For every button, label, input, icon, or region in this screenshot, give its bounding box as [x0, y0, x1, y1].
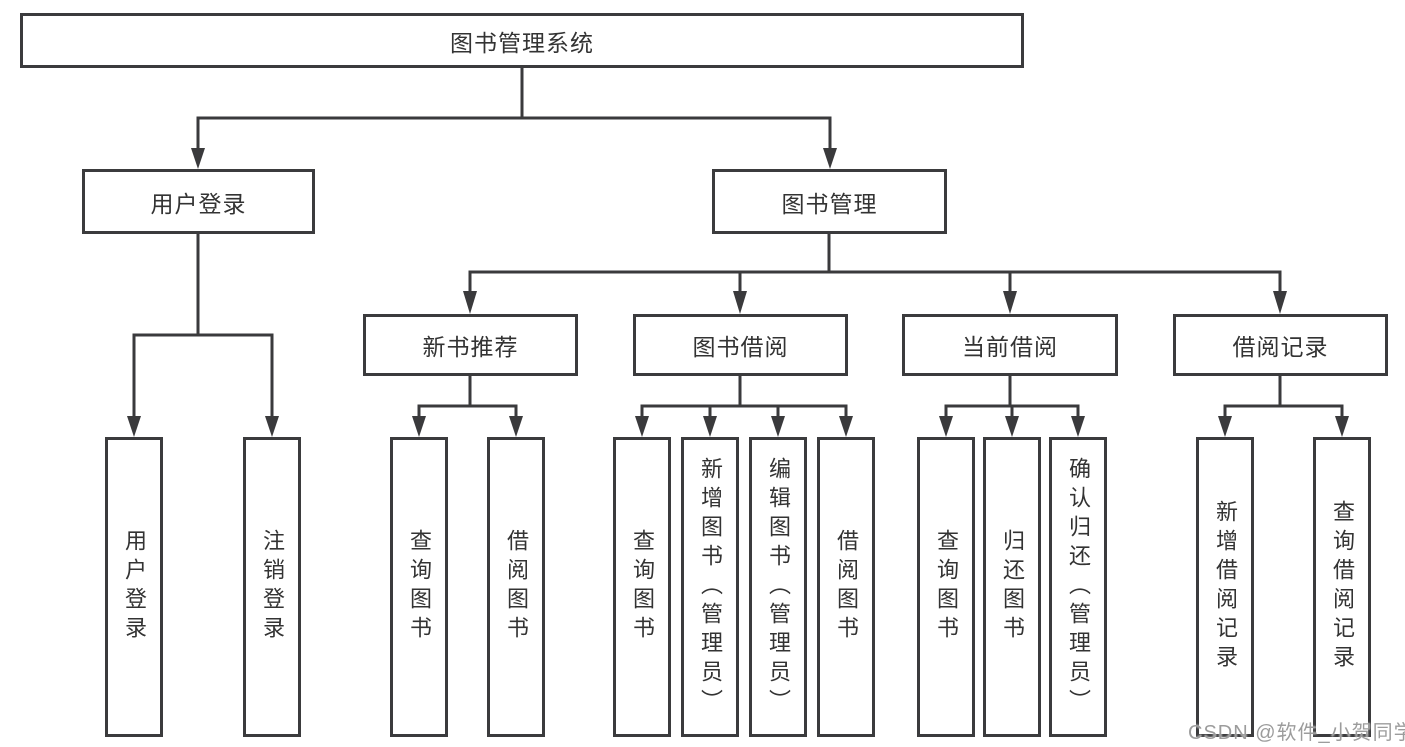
node-label: 新书推荐 [422, 334, 519, 360]
csdn-watermark: CSDN @软件_小贺同学 [1188, 722, 1405, 744]
node-label: 编辑图书（管理员） [766, 456, 791, 718]
node-label: 借阅图书 [504, 529, 529, 645]
leaf-cb-query-book: 查询图书 [917, 437, 975, 737]
leaf-br-query-record: 查询借阅记录 [1313, 437, 1371, 737]
node-label: 查询借阅记录 [1330, 500, 1355, 674]
node-label: 新增借阅记录 [1213, 500, 1238, 674]
node-label: 用户登录 [122, 529, 147, 645]
node-label: 图书借阅 [692, 334, 789, 360]
node-label: 确认归还（管理员） [1066, 456, 1091, 718]
node-label: 查询图书 [407, 529, 432, 645]
node-borrowing-records: 借阅记录 [1173, 314, 1388, 376]
leaf-bb-query-book: 查询图书 [613, 437, 671, 737]
leaf-user-login: 用户登录 [105, 437, 163, 737]
leaf-bb-add-book-admin: 新增图书（管理员） [681, 437, 739, 737]
leaf-cb-confirm-return-admin: 确认归还（管理员） [1049, 437, 1107, 737]
node-label: 注销登录 [260, 529, 285, 645]
node-label: 查询图书 [934, 529, 959, 645]
node-new-book-recommend: 新书推荐 [363, 314, 578, 376]
node-user-login: 用户登录 [82, 169, 315, 234]
node-label: 图书管理 [781, 190, 878, 217]
leaf-nb-query-book: 查询图书 [390, 437, 448, 737]
node-label: 借阅记录 [1232, 334, 1329, 360]
node-book-management: 图书管理 [712, 169, 947, 234]
node-label: 用户登录 [150, 190, 247, 217]
node-label: 当前借阅 [962, 334, 1058, 360]
node-current-borrowing: 当前借阅 [902, 314, 1118, 376]
leaf-bb-borrow-book: 借阅图书 [817, 437, 875, 737]
leaf-cb-return-book: 归还图书 [983, 437, 1041, 737]
node-book-borrowing: 图书借阅 [633, 314, 848, 376]
leaf-br-add-record: 新增借阅记录 [1196, 437, 1254, 737]
node-label: 查询图书 [630, 529, 655, 645]
node-label: 归还图书 [1000, 529, 1025, 645]
node-label: 借阅图书 [834, 529, 859, 645]
node-label: 新增图书（管理员） [698, 456, 723, 718]
node-label: 图书管理系统 [450, 29, 594, 56]
leaf-nb-borrow-book: 借阅图书 [487, 437, 545, 737]
leaf-bb-edit-book-admin: 编辑图书（管理员） [749, 437, 807, 737]
node-library-system: 图书管理系统 [20, 13, 1024, 68]
leaf-logout-login: 注销登录 [243, 437, 301, 737]
